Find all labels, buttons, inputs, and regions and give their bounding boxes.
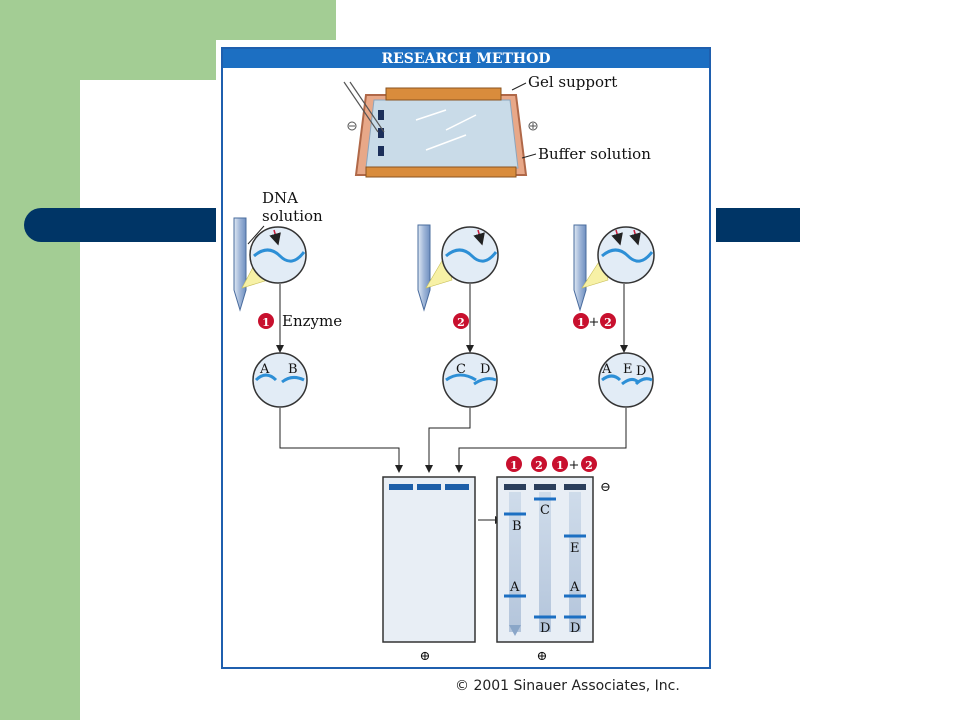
gel-result (496, 476, 594, 643)
lane3-header-badge-b (581, 456, 597, 472)
lane3-header-plus: + (569, 458, 580, 473)
band-label-C: C (540, 503, 550, 518)
figure-header: RESEARCH METHOD (382, 51, 551, 67)
dna-pointer (247, 225, 265, 245)
frag-D-col3: D (636, 364, 646, 379)
lane3-header-text-b: 2 (585, 459, 593, 472)
slide-navy-bar-right (716, 208, 800, 242)
gel-before (382, 476, 476, 643)
gel-tray-apparatus (343, 81, 538, 178)
lane3-header-badge-a (552, 456, 568, 472)
fragment-circle-col2: C D (442, 352, 498, 408)
band-label-D-lane2: D (540, 621, 550, 636)
step1-badge-text: 1 (262, 316, 270, 329)
slide-navy-bar-left (24, 208, 224, 242)
step12-badge-a (573, 313, 589, 329)
gel-result-plus-sign: ⊕ (537, 649, 548, 664)
buffer-solution-label: Buffer solution (538, 145, 651, 163)
frag-C-col2: C (456, 362, 466, 377)
fragment-circle-col1: A B (252, 352, 308, 408)
band-label-E: E (570, 541, 580, 556)
band-label-D-lane3: D (570, 621, 580, 636)
slide-green-left-band (0, 0, 80, 720)
research-method-figure: RESEARCH METHOD Gel support Buffer solut… (216, 40, 716, 673)
lane1-header-text: 1 (510, 459, 518, 472)
step-plus: + (589, 315, 600, 330)
step12-badge-b-text: 2 (604, 316, 612, 329)
step1-badge (258, 313, 274, 329)
lane1-header-badge (506, 456, 522, 472)
gel-before-plus-sign: ⊕ (420, 649, 431, 664)
connector-col1 (279, 408, 403, 473)
lane2-header-badge (531, 456, 547, 472)
fragment-circle-col3: A E D (598, 352, 654, 408)
frag-A-col3: A (601, 362, 612, 377)
step2-badge-text: 2 (457, 316, 465, 329)
gel-result-minus-sign: ⊖ (600, 480, 611, 495)
dna-label-line2: solution (262, 207, 323, 225)
gel-support-pointer (511, 82, 527, 91)
gel-support-label: Gel support (528, 73, 617, 91)
frag-B-col1: B (288, 362, 298, 377)
band-label-A-lane3: A (569, 580, 580, 595)
frag-A-col1: A (259, 362, 270, 377)
step12-badge-b (600, 313, 616, 329)
figure-header-bar (223, 49, 709, 68)
lane3-header-text-a: 1 (556, 459, 564, 472)
frag-D-col2: D (480, 362, 490, 377)
connector-col3 (455, 408, 627, 473)
connector-col2 (425, 408, 471, 473)
step12-badge-a-text: 1 (577, 316, 585, 329)
step2-badge (453, 313, 469, 329)
tube-column-3 (573, 224, 655, 312)
buffer-pointer (521, 153, 537, 159)
band-label-A-lane1: A (509, 580, 520, 595)
enzyme-label: Enzyme (282, 312, 342, 330)
frag-E-col3: E (623, 362, 633, 377)
tube-column-2 (417, 224, 499, 312)
dna-label-line1: DNA (262, 189, 298, 207)
copyright-text: © 2001 Sinauer Associates, Inc. (455, 678, 680, 694)
lane2-header-text: 2 (535, 459, 543, 472)
tube-column-1 (233, 217, 307, 312)
band-label-B: B (512, 519, 522, 534)
